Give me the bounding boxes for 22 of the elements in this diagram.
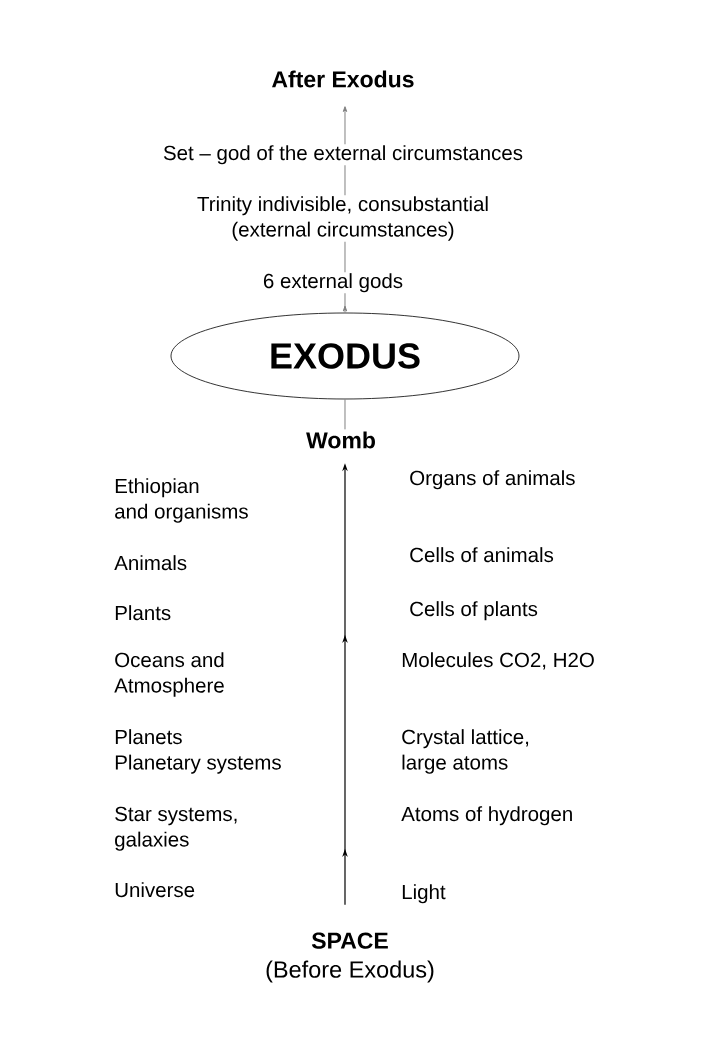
text-label: Planets Planetary systems <box>113 728 287 775</box>
text-label: Trinity indivisible, consubstantial (external circumstances) <box>193 195 493 242</box>
text-label: Plants <box>113 604 173 622</box>
text-label: Molecules CO2, H2O <box>400 651 596 671</box>
text-label: Ethiopian and organisms <box>113 477 253 524</box>
text-label: Atoms of hydrogen <box>400 805 575 827</box>
heading-text: SPACE (Before Exodus) <box>266 932 434 983</box>
text-label: Crystal lattice, large atoms <box>400 728 535 775</box>
text-label: Oceans and Atmosphere <box>113 651 234 698</box>
text-label: Cells of animals <box>408 546 555 564</box>
text-label: Star systems, galaxies <box>113 805 244 852</box>
text-label: Set – god of the external circumstances <box>161 144 525 166</box>
text-label: Universe <box>113 881 197 899</box>
heading-text: Womb <box>306 431 375 449</box>
text-label: Animals <box>113 554 189 572</box>
ellipse-node: EXODUS <box>170 312 520 400</box>
text-label: Cells of plants <box>408 600 539 622</box>
connector-line <box>344 398 346 430</box>
text-label: Organs of animals <box>408 469 577 491</box>
text-label: 6 external gods <box>261 272 405 294</box>
text-label: Light <box>400 883 447 905</box>
heading-text: After Exodus <box>272 70 414 88</box>
